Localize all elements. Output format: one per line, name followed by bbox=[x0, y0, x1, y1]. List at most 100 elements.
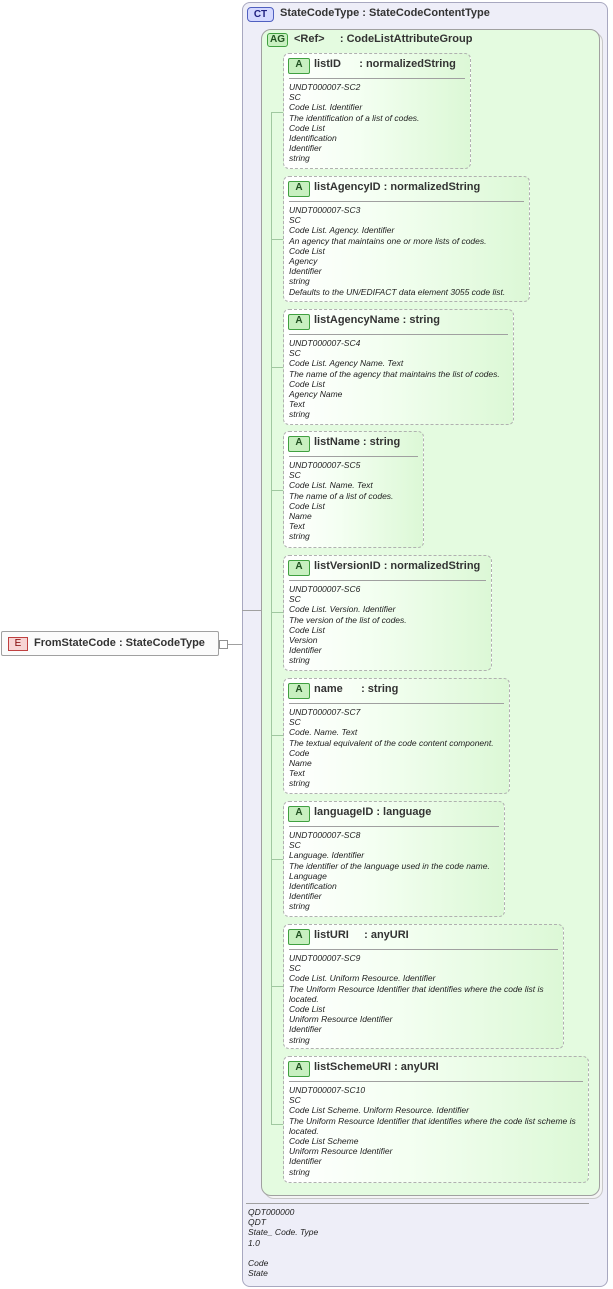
documentation-line: SC bbox=[289, 963, 301, 974]
documentation-line: Code List bbox=[289, 624, 325, 635]
documentation-line: The Uniform Resource Identifier that ide… bbox=[289, 1115, 579, 1136]
documentation-line: The identifier of the language used in t… bbox=[289, 860, 490, 871]
expand-connector-icon[interactable] bbox=[219, 640, 228, 649]
documentation-line: 1.0 bbox=[248, 1237, 260, 1248]
documentation-line: Language. Identifier bbox=[289, 850, 365, 861]
attribute-badge: A bbox=[288, 560, 310, 576]
complex-type-title: StateCodeType : StateCodeContentType bbox=[280, 7, 490, 19]
documentation-line: string bbox=[289, 276, 310, 287]
documentation-line: The textual equivalent of the code conte… bbox=[289, 737, 494, 748]
attribute-badge: A bbox=[288, 806, 310, 822]
documentation-line: Code bbox=[248, 1257, 269, 1268]
attribute-badge: A bbox=[288, 181, 310, 197]
documentation-line: Identifier bbox=[289, 645, 322, 656]
attribute-name: languageID : language bbox=[314, 806, 432, 818]
documentation-line: SC bbox=[289, 717, 301, 728]
documentation-line: Text bbox=[289, 768, 305, 779]
attribute-name: name : string bbox=[314, 683, 399, 695]
attribute-group-title: <Ref> : CodeListAttributeGroup bbox=[294, 33, 473, 45]
attribute-badge: A bbox=[288, 314, 310, 330]
documentation-line: Identifier bbox=[289, 1024, 322, 1035]
attribute-separator bbox=[289, 456, 418, 457]
attribute-name: listAgencyName : string bbox=[314, 314, 440, 326]
attribute-separator bbox=[289, 949, 558, 950]
documentation-line: SC bbox=[289, 348, 301, 359]
documentation-line: Identification bbox=[289, 881, 337, 892]
documentation-line: Uniform Resource Identifier bbox=[289, 1146, 393, 1157]
attribute-tree-branch bbox=[271, 1124, 283, 1125]
attribute-name: listSchemeURI : anyURI bbox=[314, 1061, 439, 1073]
documentation-line: Code List Scheme bbox=[289, 1136, 359, 1147]
attribute-name: listID : normalizedString bbox=[314, 58, 456, 70]
documentation-line: SC bbox=[289, 1095, 301, 1106]
documentation-line: Code List bbox=[289, 378, 325, 389]
documentation-line: The name of the agency that maintains th… bbox=[289, 368, 500, 379]
documentation-line: The version of the list of codes. bbox=[289, 614, 407, 625]
connector-line bbox=[228, 644, 242, 645]
documentation-line: UNDT000007-SC3 bbox=[289, 205, 361, 215]
documentation-line: Name bbox=[289, 511, 312, 522]
documentation-line bbox=[248, 1248, 318, 1258]
complex-type-doc-separator bbox=[246, 1203, 589, 1204]
documentation-line: SC bbox=[289, 215, 301, 226]
attribute-badge: A bbox=[288, 929, 310, 945]
documentation-line: Code List Scheme. Uniform Resource. Iden… bbox=[289, 1105, 469, 1116]
attribute-badge: A bbox=[288, 683, 310, 699]
documentation-line: Identifier bbox=[289, 266, 322, 277]
attribute-group-badge: AG bbox=[267, 33, 288, 47]
documentation-line: Code List bbox=[289, 122, 325, 133]
documentation-line: string bbox=[289, 1166, 310, 1177]
attribute-name: listVersionID : normalizedString bbox=[314, 560, 481, 572]
attribute-separator bbox=[289, 703, 504, 704]
attribute-badge: A bbox=[288, 436, 310, 452]
tree-line bbox=[242, 610, 261, 611]
attribute-tree-branch bbox=[271, 735, 283, 736]
documentation-line: Code. Name. Text bbox=[289, 727, 358, 738]
attribute-name: listAgencyID : normalizedString bbox=[314, 181, 481, 193]
documentation-line: QDT bbox=[248, 1217, 266, 1228]
attribute-tree-branch bbox=[271, 612, 283, 613]
attribute-name: listName : string bbox=[314, 436, 401, 448]
documentation-line: SC bbox=[289, 470, 301, 481]
documentation-line: Code List. Agency Name. Text bbox=[289, 358, 404, 369]
documentation-line: Code List. Agency. Identifier bbox=[289, 225, 395, 236]
documentation-line: Code List bbox=[289, 500, 325, 511]
documentation-line: string bbox=[289, 901, 310, 912]
documentation-line: SC bbox=[289, 840, 301, 851]
complex-type-badge: CT bbox=[247, 7, 274, 22]
attribute-tree-branch bbox=[271, 859, 283, 860]
attribute-tree-branch bbox=[271, 490, 283, 491]
documentation-line: State bbox=[248, 1268, 268, 1279]
attribute-name: listURI : anyURI bbox=[314, 929, 409, 941]
element-label: FromStateCode : StateCodeType bbox=[34, 637, 205, 649]
documentation-line: The Uniform Resource Identifier that ide… bbox=[289, 983, 547, 1004]
attribute-separator bbox=[289, 1081, 583, 1082]
element-box[interactable]: E FromStateCode : StateCodeType bbox=[1, 631, 219, 656]
documentation-line: Text bbox=[289, 521, 305, 532]
documentation-line: Identifier bbox=[289, 891, 322, 902]
documentation-line: UNDT000007-SC6 bbox=[289, 584, 361, 594]
documentation-line: Code List bbox=[289, 245, 325, 256]
documentation-line: The name of a list of codes. bbox=[289, 490, 394, 501]
